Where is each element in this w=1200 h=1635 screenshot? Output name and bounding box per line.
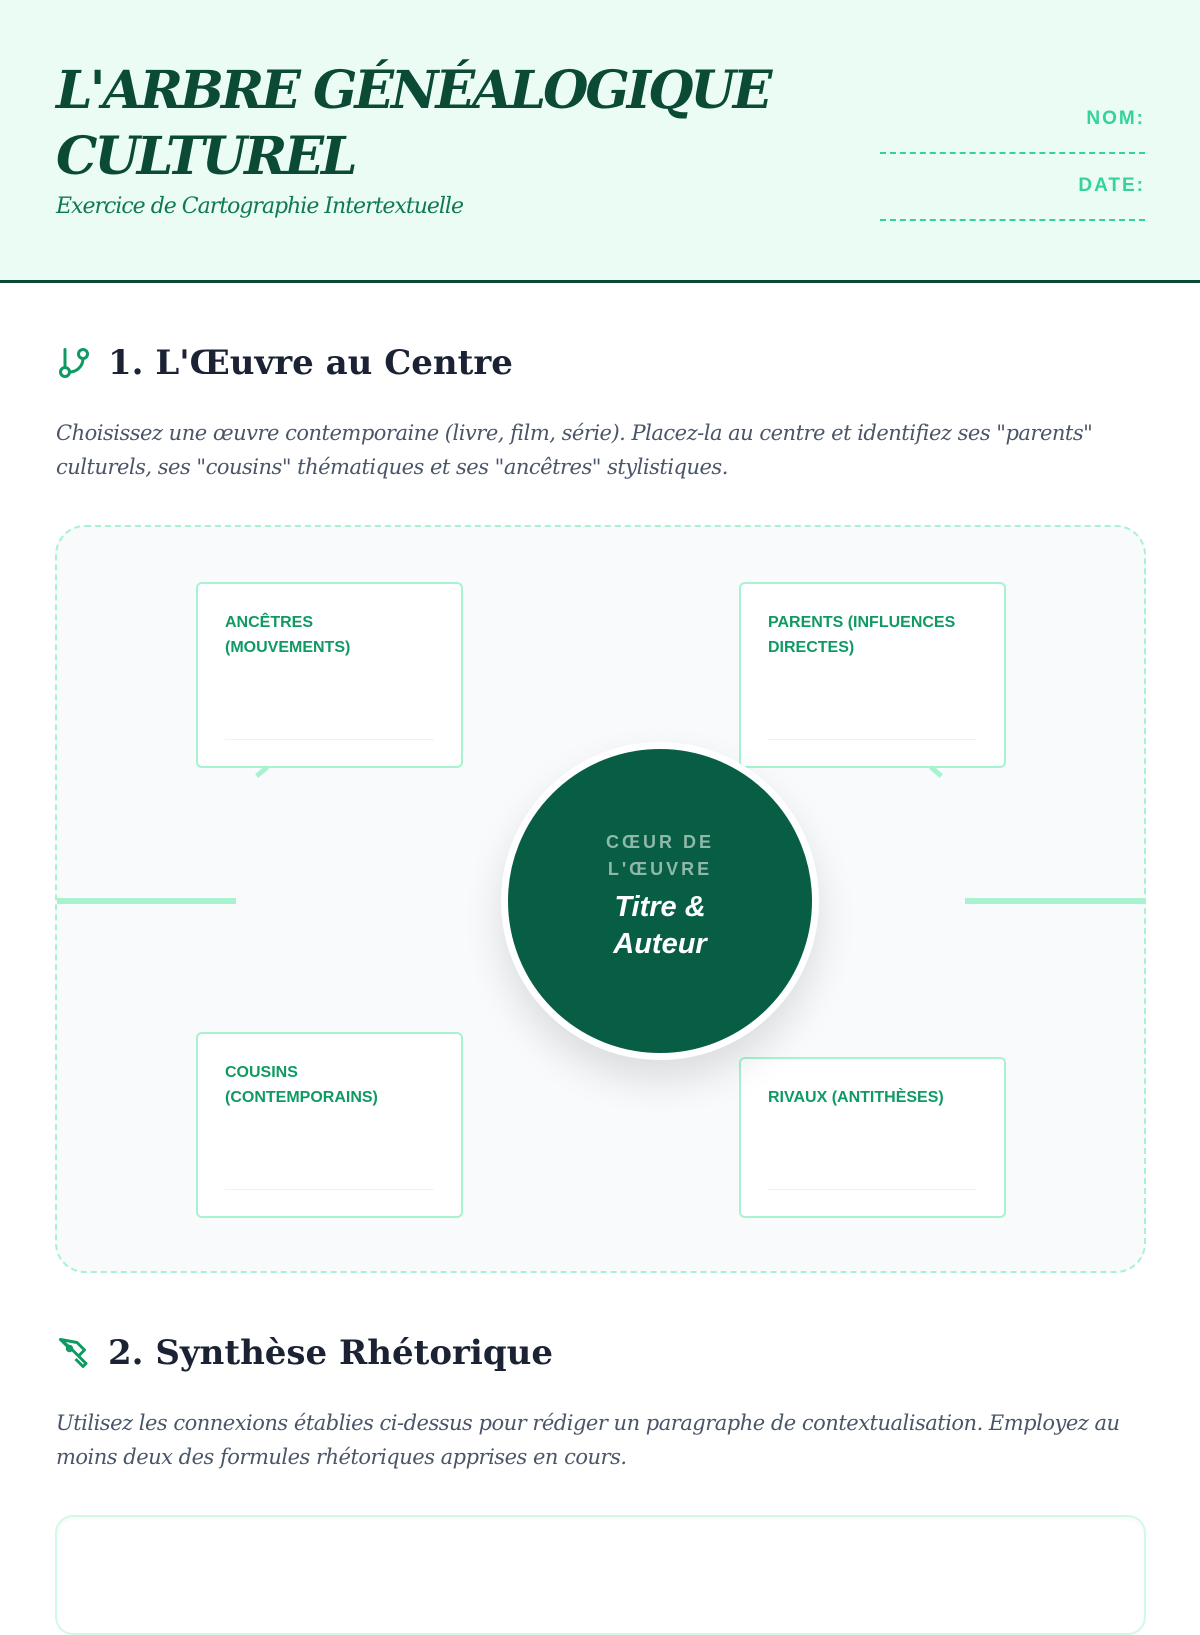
section1-title: 1. L'Œuvre au Centre	[108, 343, 513, 383]
synthesis-answer-area[interactable]	[55, 1515, 1146, 1635]
write-line	[225, 739, 434, 740]
section2-heading: 2. Synthèse Rhétorique	[56, 1333, 553, 1373]
page-title: L'ARBRE GÉNÉALOGIQUE CULTUREL	[56, 60, 772, 187]
card-cousins[interactable]: COUSINS (CONTEMPORAINS)	[196, 1032, 463, 1218]
section2-description: Utilisez les connexions établies ci-dess…	[56, 1411, 1120, 1469]
name-field[interactable]: NOM:	[880, 108, 1145, 154]
center-label: CŒUR DE L'ŒUVRE	[605, 832, 714, 879]
write-line	[225, 1189, 434, 1190]
card-parents[interactable]: PARENTS (INFLUENCES DIRECTES)	[739, 582, 1006, 768]
date-label: DATE:	[1078, 175, 1145, 196]
pen-tool-icon	[59, 1338, 88, 1368]
write-line	[768, 1189, 977, 1190]
date-line	[880, 219, 1145, 221]
family-tree-diagram: ANCÊTRES (MOUVEMENTS) PARENTS (INFLUENCE…	[55, 525, 1146, 1273]
connector-left	[57, 898, 236, 904]
card-rivals[interactable]: RIVAUX (ANTITHÈSES)	[739, 1057, 1006, 1218]
card-label: COUSINS (CONTEMPORAINS)	[225, 1064, 378, 1106]
name-label: NOM:	[1086, 108, 1145, 129]
git-branch-icon	[59, 348, 89, 378]
connector-right	[965, 898, 1144, 904]
date-field[interactable]: DATE:	[880, 175, 1145, 221]
section1-description: Choisissez une œuvre contemporaine (livr…	[56, 421, 1093, 479]
write-line	[768, 739, 977, 740]
card-label: RIVAUX (ANTITHÈSES)	[768, 1089, 944, 1106]
card-label: ANCÊTRES (MOUVEMENTS)	[225, 614, 351, 656]
header: L'ARBRE GÉNÉALOGIQUE CULTUREL Exercice d…	[0, 0, 1200, 283]
center-work-circle[interactable]: CŒUR DE L'ŒUVRE Titre & Auteur	[501, 742, 819, 1060]
section2-title: 2. Synthèse Rhétorique	[108, 1333, 553, 1373]
name-line	[880, 152, 1145, 154]
section1-heading: 1. L'Œuvre au Centre	[56, 343, 513, 383]
page-subtitle: Exercice de Cartographie Intertextuelle	[56, 194, 464, 219]
card-label: PARENTS (INFLUENCES DIRECTES)	[768, 614, 956, 656]
card-ancestors[interactable]: ANCÊTRES (MOUVEMENTS)	[196, 582, 463, 768]
center-placeholder: Titre & Auteur	[613, 891, 707, 960]
